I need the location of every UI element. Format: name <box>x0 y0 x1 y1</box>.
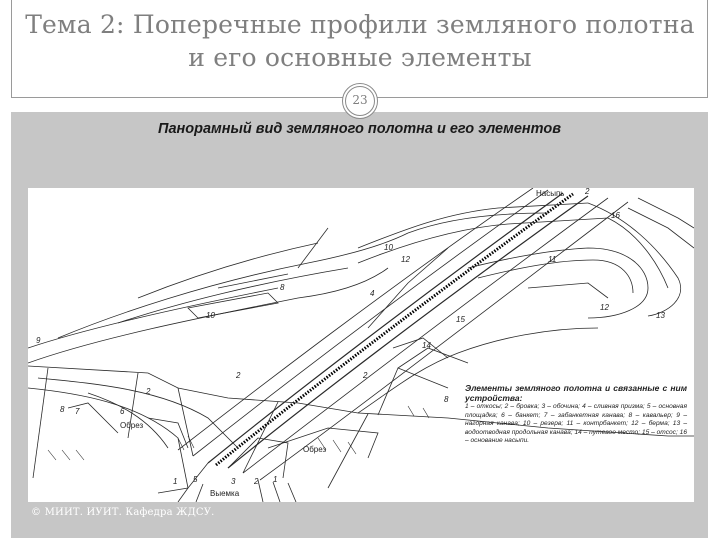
label-1-b: 1 <box>273 475 277 484</box>
figure-legend: Элементы земляного полотна и связанные с… <box>465 383 687 446</box>
roadbed-panorama-drawing: Насыпь Обрез Обрез Выемка 2 16 10 12 11 … <box>28 188 694 502</box>
label-1: 1 <box>173 477 177 486</box>
label-cutting: Выемка <box>210 489 240 498</box>
slide-number: 23 <box>352 93 368 107</box>
label-16: 16 <box>611 211 620 220</box>
label-8-b: 8 <box>60 405 65 414</box>
label-cut-edge-right: Обрез <box>303 445 327 454</box>
label-2-mid: 2 <box>235 371 241 380</box>
label-5: 5 <box>193 475 198 484</box>
label-10: 10 <box>384 243 393 252</box>
label-11: 11 <box>548 255 556 264</box>
figure-title: Панорамный вид земляного полотна и его э… <box>158 121 561 137</box>
label-2-left: 2 <box>145 387 151 396</box>
label-8-a: 8 <box>280 283 285 292</box>
label-12-b: 12 <box>600 303 609 312</box>
label-embankment: Насыпь <box>536 189 564 198</box>
label-4: 4 <box>370 289 375 298</box>
label-2-right: 2 <box>362 371 368 380</box>
label-6: 6 <box>120 407 125 416</box>
label-cut-edge-left: Обрез <box>120 421 144 430</box>
legend-title: Элементы земляного полотна и связанные с… <box>465 383 687 403</box>
roadbed-panorama-svg: Насыпь Обрез Обрез Выемка 2 16 10 12 11 … <box>28 188 694 502</box>
label-7: 7 <box>75 407 80 416</box>
label-12-a: 12 <box>401 255 410 264</box>
legend-text: 1 – откосы; 2 – бровка; 3 – обочина; 4 –… <box>465 403 687 445</box>
slide-title-line-2: и его основные элементы <box>188 43 532 72</box>
label-2-top: 2 <box>584 188 590 196</box>
label-2-bottom: 2 <box>253 477 259 486</box>
embankment-slope-left <box>192 189 549 457</box>
footer-copyright: © МИИТ. ИУИТ. Кафедра ЖДСУ. <box>31 507 215 518</box>
label-8-c: 8 <box>444 395 449 404</box>
slide-title-line-1: Тема 2: Поперечные профили земляного пол… <box>25 10 695 39</box>
track-right-edge <box>227 195 589 469</box>
label-9: 9 <box>36 336 41 345</box>
label-10-b: 10 <box>206 311 215 320</box>
label-14: 14 <box>422 341 431 350</box>
track-left-edge <box>207 192 564 464</box>
slide-title: Тема 2: Поперечные профили земляного пол… <box>0 8 720 74</box>
label-15: 15 <box>456 315 465 324</box>
embankment-slope-right <box>242 197 609 474</box>
slide-number-badge: 23 <box>342 83 378 119</box>
label-13: 13 <box>656 311 665 320</box>
label-3: 3 <box>231 477 236 486</box>
track-sleepers <box>215 192 574 467</box>
